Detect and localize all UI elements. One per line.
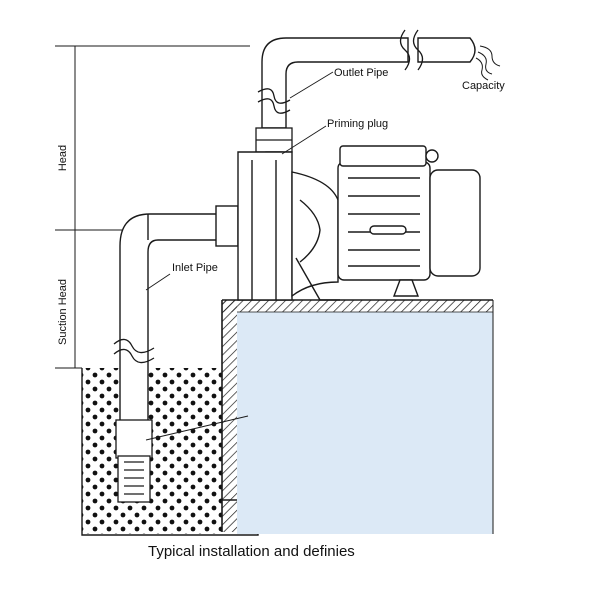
dimension-lines <box>55 45 250 369</box>
platform-hatch-top <box>222 300 493 312</box>
tank <box>221 299 494 534</box>
leader-lines <box>145 71 334 441</box>
tank-water <box>237 312 493 534</box>
diagram-caption: Typical installation and definies <box>148 543 355 560</box>
pump-inlet-flange <box>215 205 239 247</box>
motor-body <box>337 161 431 281</box>
priming-plug-label: Priming plug <box>327 118 388 130</box>
motor-foot <box>392 279 420 297</box>
suction-head-label: Suction Head <box>57 279 69 345</box>
pump <box>215 145 481 301</box>
motor-fan-cover <box>429 169 481 277</box>
capacity-label: Capacity <box>462 80 505 92</box>
platform-hatch-side <box>222 300 237 532</box>
inlet-pipe-label: Inlet Pipe <box>172 262 218 274</box>
outlet-pipe-label: Outlet Pipe <box>334 67 388 79</box>
outlet-flow-marks <box>475 45 501 81</box>
terminal-box <box>339 145 427 167</box>
pump-casing <box>237 151 293 301</box>
outlet-pipe <box>257 29 476 129</box>
foot-valve <box>115 419 153 503</box>
head-label: Head <box>57 145 69 171</box>
terminal-screw <box>425 149 439 163</box>
pump-bracket <box>291 171 339 298</box>
